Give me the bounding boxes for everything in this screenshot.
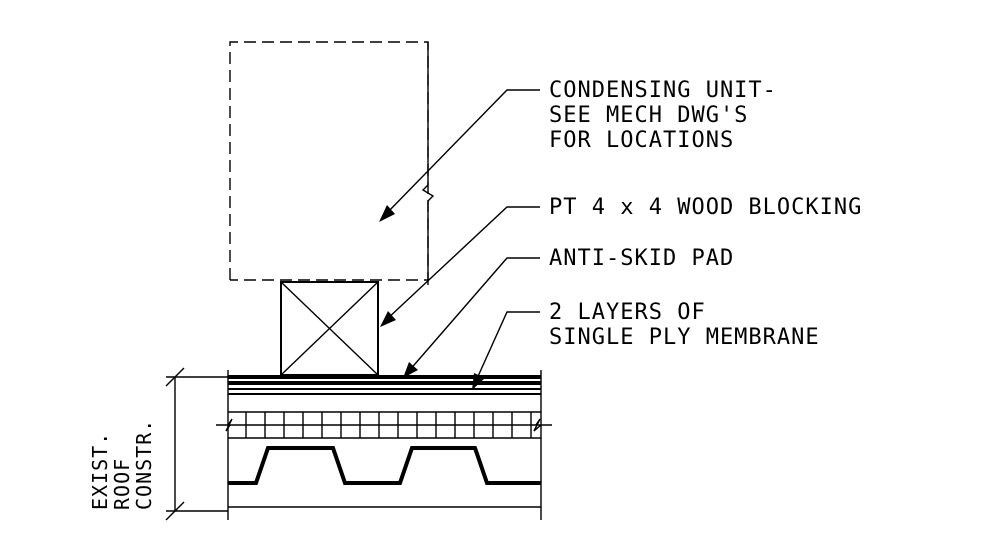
roof-dimension (165, 367, 228, 521)
note-condensing-unit-line-3: FOR LOCATIONS (549, 128, 734, 153)
note-condensing-unit-line-1: CONDENSING UNIT- (549, 78, 777, 103)
dimension-label: EXIST. ROOF CONSTR. (88, 419, 156, 510)
left-break-mark (216, 418, 233, 432)
note-wood-blocking: PT 4 x 4 WOOD BLOCKING (549, 195, 862, 220)
note-membrane-line-2: SINGLE PLY MEMBRANE (549, 325, 820, 350)
dimension-label-line-3: CONSTR. (132, 419, 156, 510)
unit-break-line (421, 42, 435, 285)
leader-membrane (472, 311, 540, 390)
condensing-unit-outline (229, 41, 429, 281)
right-break-mark (533, 418, 552, 432)
dimension-label-line-1: EXIST. (88, 432, 112, 510)
note-condensing-unit-line-2: SEE MECH DWG'S (549, 103, 748, 128)
note-anti-skid-pad: ANTI-SKID PAD (549, 246, 734, 271)
dimension-label-line-2: ROOF (110, 458, 134, 510)
leader-condensing-unit (379, 89, 540, 222)
leader-anti-skid-pad (403, 257, 540, 378)
note-condensing-unit: CONDENSING UNIT- SEE MECH DWG'S FOR LOCA… (549, 78, 777, 153)
note-membrane-line-1: 2 LAYERS OF (549, 300, 706, 325)
insulation-board (228, 411, 541, 439)
leader-wood-blocking (380, 206, 540, 327)
metal-deck (228, 446, 541, 485)
note-membrane: 2 LAYERS OF SINGLE PLY MEMBRANE (549, 300, 820, 350)
wood-blocking-cross (280, 281, 379, 376)
